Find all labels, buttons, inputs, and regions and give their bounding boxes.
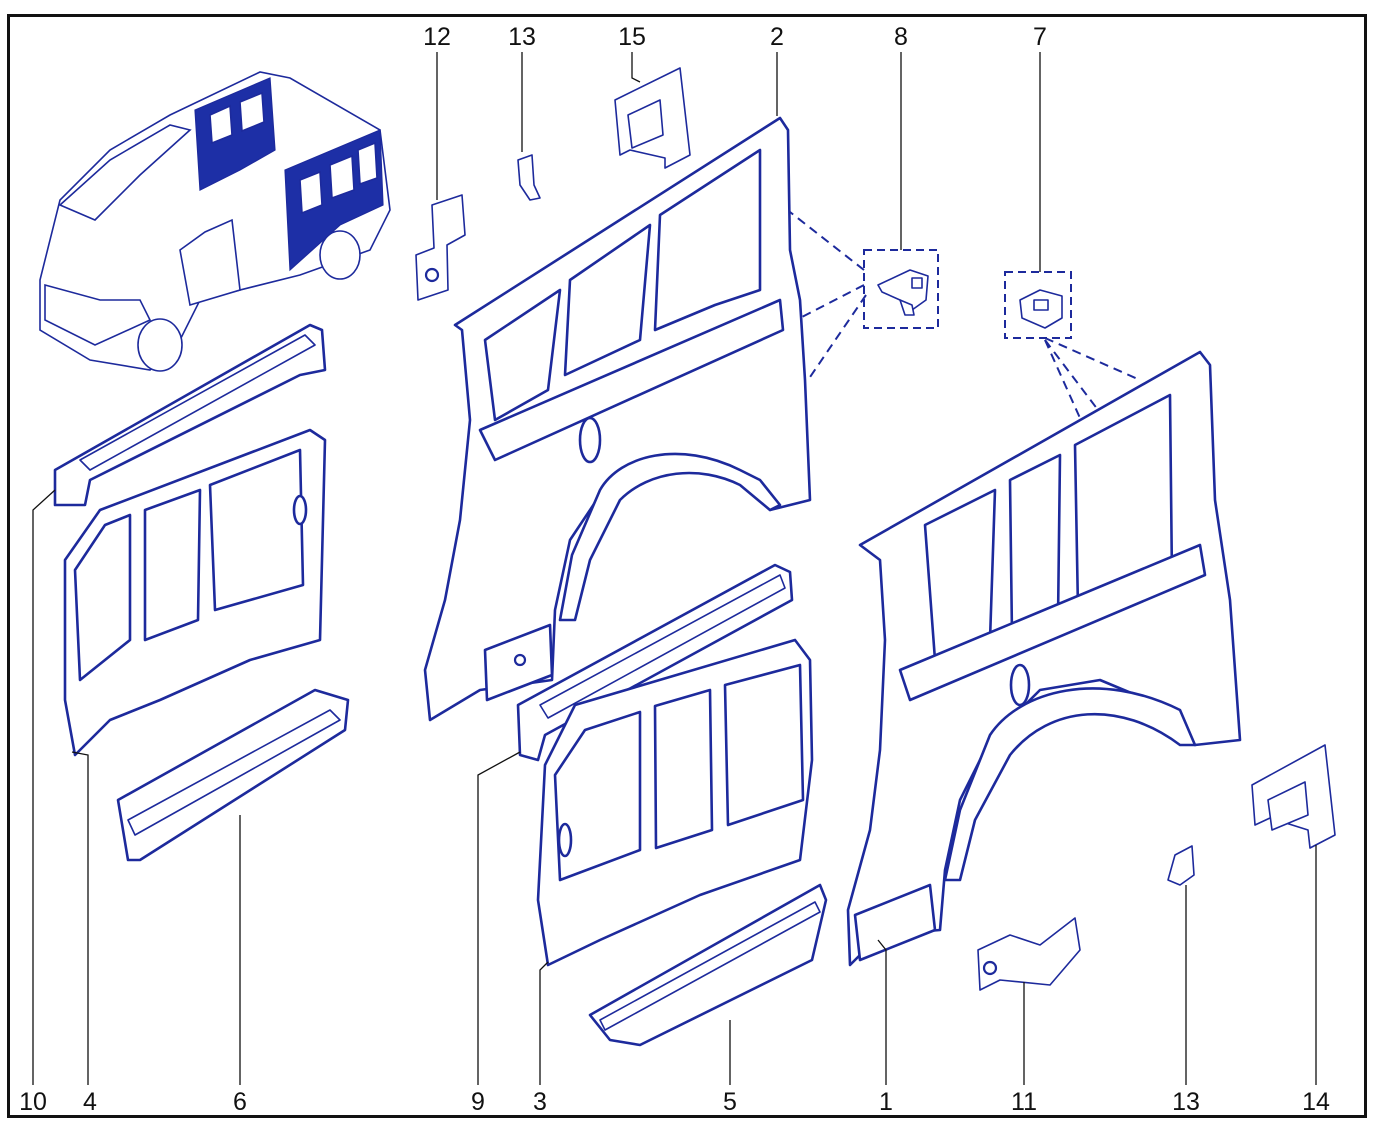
callout-numbers: 12 13 15 2 8 7 10 4 6 9 3 5 1 11 13 14 [19, 23, 1330, 1116]
callout-9: 9 [471, 1088, 485, 1116]
callout-2: 2 [770, 23, 784, 51]
part-12-bracket [415, 194, 466, 301]
part-6-sill-left [116, 688, 350, 862]
part-5-sill-centre [588, 883, 828, 1047]
callout-8: 8 [894, 23, 908, 51]
callout-13-bottom: 13 [1172, 1088, 1200, 1116]
part-15-plate [614, 67, 691, 169]
part-2-inner-side-panel [423, 116, 812, 722]
callout-13-top: 13 [508, 23, 536, 51]
part-8-bracket-box [789, 211, 939, 381]
part-13-clip-top [517, 154, 541, 201]
callout-12: 12 [423, 23, 451, 51]
callout-4: 4 [83, 1088, 97, 1116]
callout-5: 5 [723, 1088, 737, 1116]
part-3-side-panel-centre [536, 638, 814, 967]
part-1-outer-side-panel [846, 350, 1242, 967]
callout-15: 15 [618, 23, 646, 51]
callout-1: 1 [879, 1088, 893, 1116]
van-illustration [39, 71, 391, 372]
callout-3: 3 [533, 1088, 547, 1116]
callout-11: 11 [1011, 1088, 1037, 1116]
part-11-bracket [977, 917, 1081, 991]
part-10-roof-rail [53, 323, 327, 507]
callout-7: 7 [1033, 23, 1047, 51]
part-13-clip-bottom [1167, 845, 1195, 886]
part-14-plate [1251, 744, 1336, 849]
leader-lines [32, 52, 1317, 1085]
callout-10: 10 [19, 1088, 47, 1116]
callout-14: 14 [1302, 1088, 1330, 1116]
callout-6: 6 [233, 1088, 247, 1116]
part-4-side-panel-left [63, 428, 327, 757]
